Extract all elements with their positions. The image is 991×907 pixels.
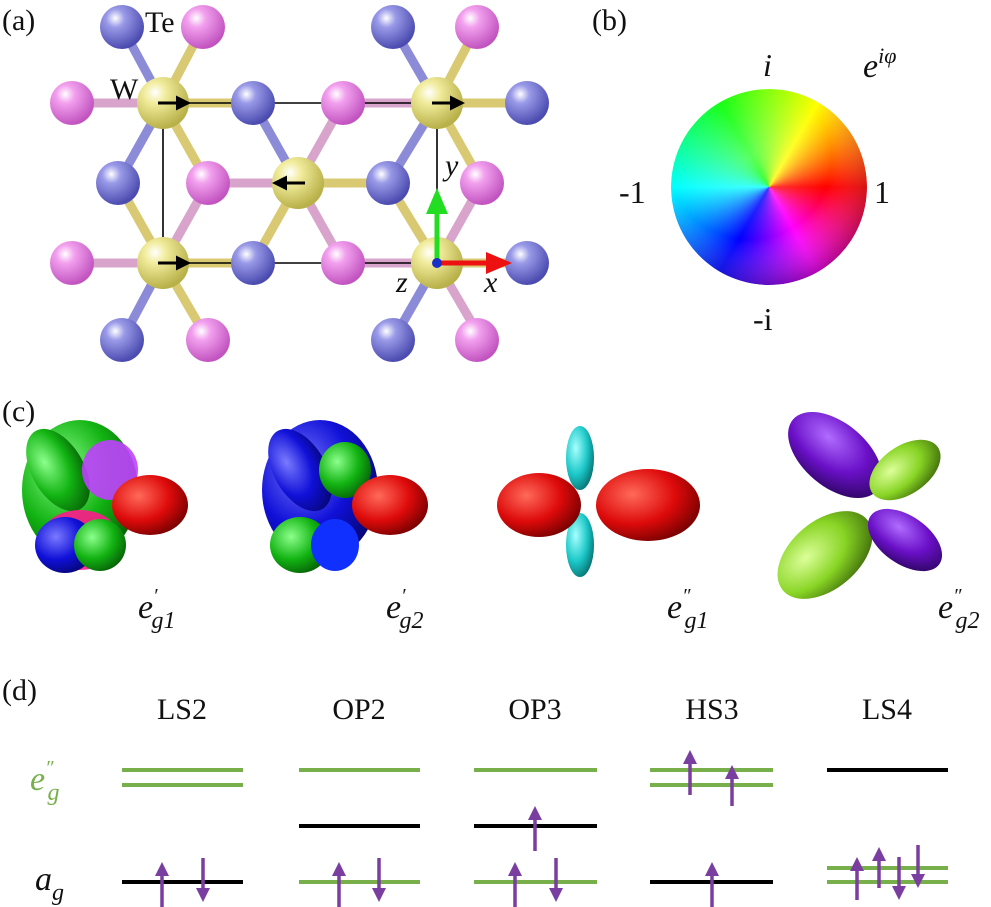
te-label: Te bbox=[145, 6, 175, 39]
panel-d-label: (d) bbox=[2, 674, 37, 707]
wheel-bottom-label: -i bbox=[753, 301, 773, 337]
config-name: LS2 bbox=[157, 693, 207, 726]
panel-c-label: (c) bbox=[2, 395, 35, 428]
wheel-left-label: -1 bbox=[619, 174, 646, 210]
wheel-top-label: i bbox=[763, 47, 772, 83]
orbital-eg2-prime bbox=[262, 420, 428, 573]
w-label: W bbox=[110, 73, 139, 106]
config-names: LS2 OP2 OP3 HS3 LS4 bbox=[157, 693, 912, 726]
axis-x-label: x bbox=[483, 266, 498, 299]
config-name: LS4 bbox=[862, 693, 912, 726]
row-label-eg: e″g bbox=[30, 757, 59, 806]
orbital-label-1: e′g1 bbox=[138, 585, 175, 634]
config-name: OP3 bbox=[508, 693, 561, 726]
config-name: HS3 bbox=[685, 693, 738, 726]
phase-formula: eiφ bbox=[863, 43, 896, 85]
spin-arrows bbox=[155, 750, 925, 907]
phase-color-wheel bbox=[671, 89, 867, 285]
wheel-right-label: 1 bbox=[874, 174, 890, 210]
panel-a: (a) bbox=[2, 4, 549, 362]
te-atoms bbox=[50, 5, 549, 362]
config-name: OP2 bbox=[332, 693, 385, 726]
row-label-ag: ag bbox=[35, 861, 64, 906]
panel-b-label: (b) bbox=[592, 4, 627, 37]
moment-arrows bbox=[158, 95, 465, 271]
orbital-label-3: e″g1 bbox=[667, 585, 708, 634]
orbital-label-4: e″g2 bbox=[938, 585, 979, 634]
orbital-eg1-double-prime bbox=[497, 426, 700, 577]
energy-levels bbox=[122, 768, 948, 884]
axis-y-label: y bbox=[442, 149, 459, 182]
orbital-eg1-prime bbox=[22, 420, 188, 573]
panel-b: (b) i -i -1 1 eiφ bbox=[592, 4, 896, 337]
axis-triad bbox=[426, 188, 512, 274]
panel-d: (d) e″g ag LS2 OP2 OP3 HS3 LS4 bbox=[2, 674, 948, 907]
panel-c: (c) bbox=[2, 395, 979, 634]
panel-a-label: (a) bbox=[2, 4, 35, 37]
orbital-eg2-double-prime bbox=[777, 411, 943, 599]
axis-z-label: z bbox=[395, 266, 408, 299]
orbital-label-2: e′g2 bbox=[386, 585, 423, 634]
